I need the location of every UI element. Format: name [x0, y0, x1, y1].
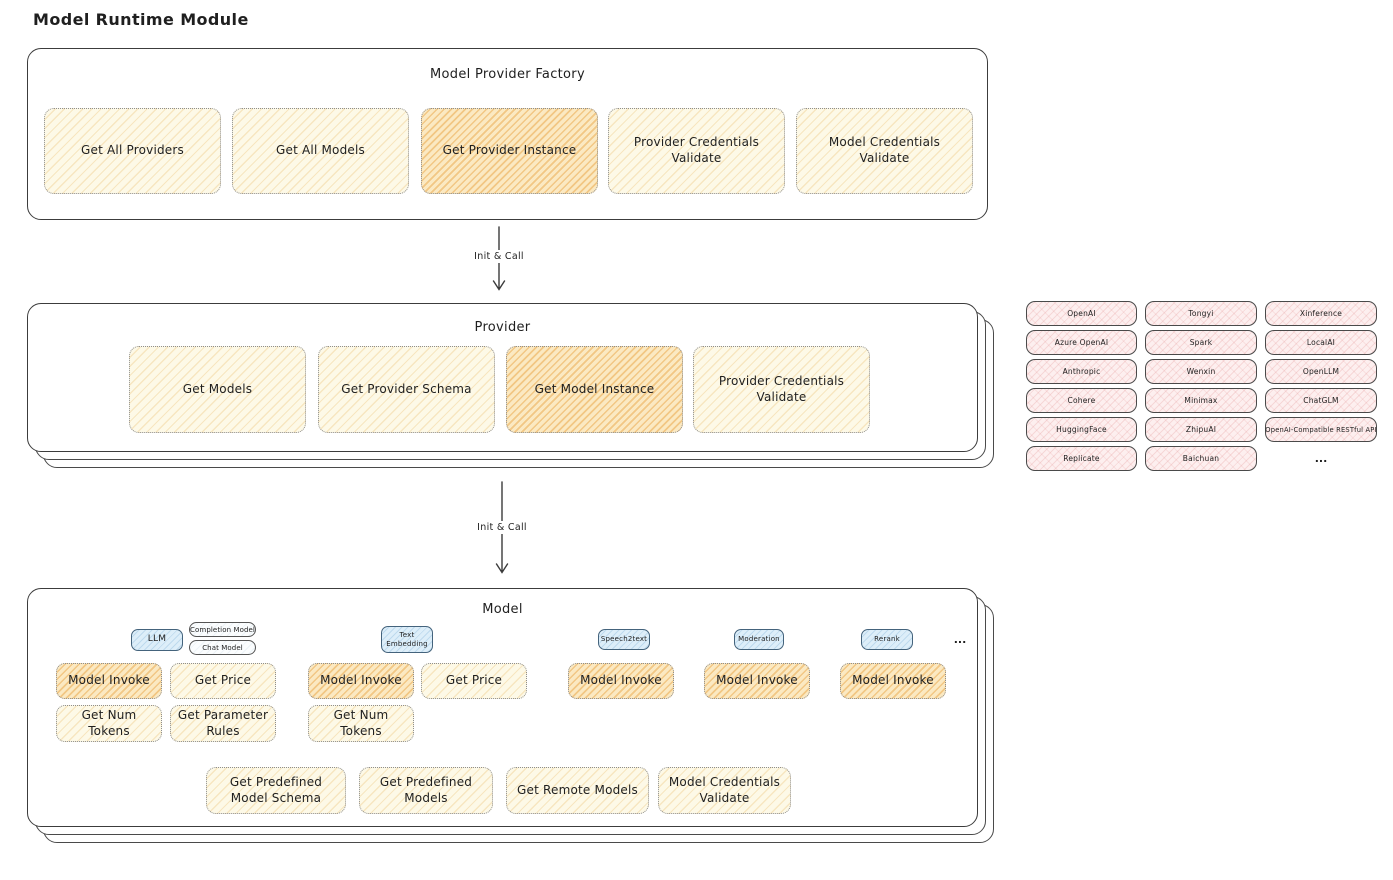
- node-label: Get Predefined Model Schema: [229, 774, 323, 805]
- provider-chip-baichuan: Baichuan: [1145, 446, 1257, 471]
- get-predefined-model-schema-node: Get Predefined Model Schema: [206, 767, 346, 814]
- node-label: Get Model Instance: [534, 381, 655, 396]
- node-label: Get Provider Schema: [341, 381, 472, 396]
- provider-chip-azure-openai: Azure OpenAI: [1026, 330, 1137, 355]
- node-label: Model Invoke: [580, 673, 662, 688]
- chip-completion-model: Completion Model: [189, 622, 256, 637]
- provider-chip-cohere: Cohere: [1026, 388, 1137, 413]
- chip-label: Speech2text: [600, 635, 648, 644]
- provider-chip-openai-compatible-restful-api: OpenAI-Compatible RESTful API: [1265, 417, 1377, 442]
- provider-chip-openai: OpenAI: [1026, 301, 1137, 326]
- node-label: Provider Credentials Validate: [633, 135, 760, 165]
- arrow1-label: Init & Call: [462, 250, 536, 263]
- llm-get-parameter-rules-node: Get Parameter Rules: [170, 705, 276, 742]
- chip-llm: LLM: [131, 629, 183, 651]
- node-label: Get All Providers: [81, 143, 184, 158]
- node-label: Model Credentials Validate: [828, 135, 941, 165]
- provider-chip-zhipuai: ZhipuAI: [1145, 417, 1257, 442]
- model-provider-factory-container: Model Provider Factory Get All Providers…: [27, 48, 988, 220]
- provider-chip-minimax: Minimax: [1145, 388, 1257, 413]
- chip-chat-model: Chat Model: [189, 640, 256, 655]
- provider-chip-tongyi: Tongyi: [1145, 301, 1257, 326]
- provider-chip-replicate: Replicate: [1026, 446, 1137, 471]
- provider-chip-huggingface: HuggingFace: [1026, 417, 1137, 442]
- node-provider-credentials-validate: Provider Credentials Validate: [608, 108, 785, 194]
- provider-chip-openllm: OpenLLM: [1265, 359, 1377, 384]
- chip-text-embedding: Text Embedding: [381, 626, 433, 653]
- chip-label: Text Embedding: [386, 630, 428, 648]
- node-label: Get Price: [194, 673, 252, 688]
- provider-chip-localai: LocalAI: [1265, 330, 1377, 355]
- llm-model-invoke-node: Model Invoke: [56, 663, 162, 699]
- node-label: Model Invoke: [852, 673, 934, 688]
- page-title: Model Runtime Module: [33, 10, 249, 29]
- node-label: Model Invoke: [716, 673, 798, 688]
- chip-label: LLM: [147, 634, 167, 645]
- provider-container: Provider Get Models Get Provider Schema …: [27, 303, 978, 452]
- provider-chip-chatglm: ChatGLM: [1265, 388, 1377, 413]
- node-label: Get Predefined Models: [379, 774, 473, 805]
- arrow2-label: Init & Call: [465, 521, 539, 534]
- provider-chip-spark: Spark: [1145, 330, 1257, 355]
- get-remote-models-node: Get Remote Models: [506, 767, 649, 814]
- node-label: Provider Credentials Validate: [718, 373, 845, 404]
- node-get-provider-instance: Get Provider Instance: [421, 108, 598, 194]
- model-credentials-validate-node: Model Credentials Validate: [658, 767, 791, 814]
- node-label: Get Models: [182, 381, 253, 396]
- node-label: Get Parameter Rules: [177, 707, 269, 738]
- chip-rerank: Rerank: [861, 629, 913, 650]
- node-label: Get Num Tokens: [333, 707, 389, 738]
- node-get-all-providers: Get All Providers: [44, 108, 221, 194]
- node-label: Get Remote Models: [517, 782, 638, 797]
- provider-chip-anthropic: Anthropic: [1026, 359, 1137, 384]
- node-label: Model Invoke: [68, 673, 150, 688]
- text-embedding-get-price-node: Get Price: [421, 663, 527, 699]
- node-label: Get All Models: [276, 143, 365, 158]
- provider-chip-wenxin: Wenxin: [1145, 359, 1257, 384]
- model-types-more-ellipsis: ...: [953, 633, 967, 646]
- model-title: Model: [482, 602, 523, 617]
- node-label: Model Credentials Validate: [668, 774, 781, 805]
- moderation-model-invoke-node: Model Invoke: [704, 663, 810, 699]
- providers-more-ellipsis: ...: [1314, 452, 1328, 465]
- chip-label: Chat Model: [202, 643, 243, 652]
- chip-label: Moderation: [738, 635, 780, 644]
- factory-title: Model Provider Factory: [430, 67, 585, 82]
- rerank-model-invoke-node: Model Invoke: [840, 663, 946, 699]
- chip-moderation: Moderation: [734, 629, 784, 650]
- llm-get-price-node: Get Price: [170, 663, 276, 699]
- node-provider-credentials-validate-2: Provider Credentials Validate: [693, 346, 870, 433]
- node-label: Get Price: [445, 673, 503, 688]
- chip-label: Rerank: [874, 635, 900, 644]
- providers-grid: OpenAI Tongyi Xinference Azure OpenAI Sp…: [1026, 301, 1378, 471]
- speech2text-model-invoke-node: Model Invoke: [568, 663, 674, 699]
- llm-get-num-tokens-node: Get Num Tokens: [56, 705, 162, 742]
- text-embedding-model-invoke-node: Model Invoke: [308, 663, 414, 699]
- node-label: Get Num Tokens: [81, 707, 137, 738]
- provider-title: Provider: [474, 320, 531, 335]
- node-model-credentials-validate: Model Credentials Validate: [796, 108, 973, 194]
- node-label: Model Invoke: [320, 673, 402, 688]
- text-embedding-get-num-tokens-node: Get Num Tokens: [308, 705, 414, 742]
- node-get-model-instance: Get Model Instance: [506, 346, 683, 433]
- chip-label: Completion Model: [190, 625, 255, 634]
- provider-chip-xinference: Xinference: [1265, 301, 1377, 326]
- node-get-all-models: Get All Models: [232, 108, 409, 194]
- get-predefined-models-node: Get Predefined Models: [359, 767, 493, 814]
- node-get-models: Get Models: [129, 346, 306, 433]
- model-container: Model LLM Completion Model Chat Model Te…: [27, 588, 978, 827]
- node-get-provider-schema: Get Provider Schema: [318, 346, 495, 433]
- chip-speech2text: Speech2text: [598, 629, 650, 650]
- node-label: Get Provider Instance: [442, 143, 577, 158]
